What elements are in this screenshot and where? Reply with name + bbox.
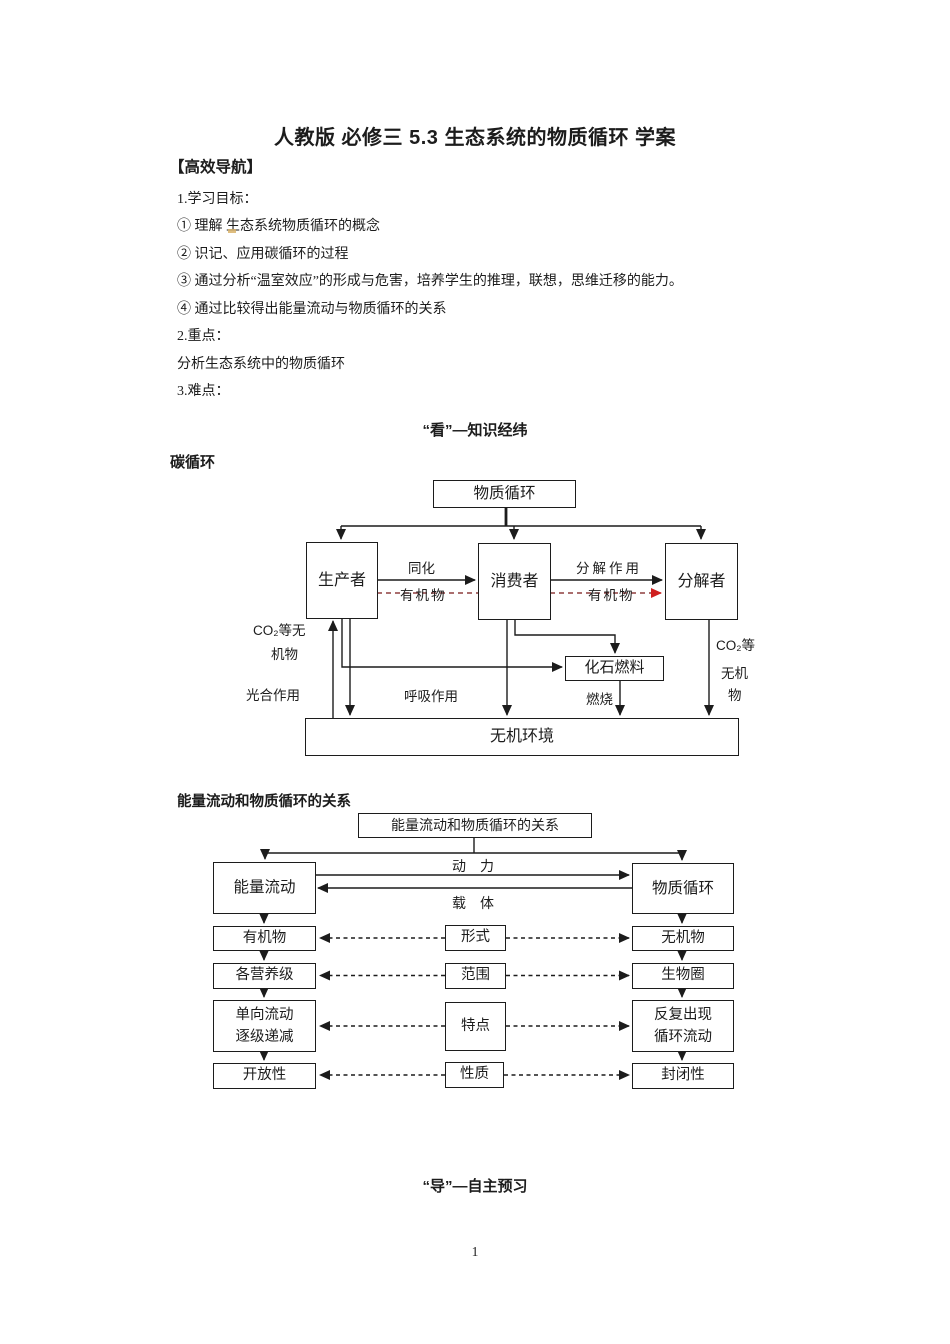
node-recurring-cycle-line1: 反复出现 [654, 1006, 712, 1023]
node-consumer: 消费者 [478, 543, 551, 620]
page-number: 1 [471, 1244, 479, 1259]
nav-line: ① 理解 生态系统物质循环的概念 [177, 219, 380, 235]
node-nature: 性质 [445, 1062, 504, 1088]
node-one-way-flow-line1: 单向流动 [235, 1006, 294, 1023]
node-closedness: 封闭性 [632, 1063, 734, 1089]
label-decomposition: 分解作用 [576, 561, 642, 576]
label-organic-matter-1: 有机物 [400, 588, 447, 603]
nav-line: 1.学习目标： [177, 192, 258, 207]
node-trophic-levels: 各营养级 [213, 963, 316, 989]
node-organic-matter: 有机物 [213, 926, 316, 951]
node-decomposer: 分解者 [665, 543, 738, 620]
node-inorganic-matter: 无机物 [632, 926, 734, 951]
node-scope: 范围 [445, 963, 506, 989]
page-title: 人教版 必修三 5.3 生态系统的物质循环 学案 [273, 127, 677, 149]
node-matter-cycle-root: 物质循环 [433, 480, 576, 508]
label-carrier: 载 体 [452, 895, 494, 911]
node-form: 形式 [445, 925, 506, 951]
section-heading-dao: “导”—自主预习 [422, 1178, 528, 1195]
label-photosynthesis: 光合作用 [246, 688, 300, 703]
nav-line: 3.难点： [177, 384, 230, 400]
label-assimilation: 同化 [408, 561, 435, 576]
scan-artifact-mark [228, 229, 236, 233]
label-combustion: 燃烧 [586, 692, 613, 707]
node-biosphere: 生物圈 [632, 963, 734, 989]
node-energy-flow: 能量流动 [213, 862, 316, 914]
node-openness: 开放性 [213, 1063, 316, 1089]
node-recurring-cycle: 反复出现 循环流动 [632, 1000, 734, 1052]
node-producer: 生产者 [306, 542, 378, 619]
node-one-way-flow: 单向流动 逐级递减 [213, 1000, 316, 1052]
nav-line: ② 识记、应用碳循环的过程 [177, 246, 349, 262]
label-co2-inorganic-right-line1: CO₂等 [716, 638, 755, 653]
relation-heading: 能量流动和物质循环的关系 [177, 794, 351, 810]
label-co2-inorganic-left-line1: CO₂等无 [253, 623, 306, 638]
node-fossil-fuel: 化石燃料 [565, 656, 664, 681]
node-inorganic-environment: 无机环境 [305, 718, 739, 756]
node-one-way-flow-line2: 逐级递减 [235, 1029, 294, 1045]
node-matter-cycle: 物质循环 [632, 863, 734, 914]
carbon-cycle-heading: 碳循环 [170, 454, 216, 471]
node-feature: 特点 [445, 1002, 506, 1051]
section-heading-kan: “看”—知识经纬 [422, 422, 528, 439]
nav-heading: 【高效导航】 [169, 159, 263, 176]
label-organic-matter-2: 有机物 [588, 588, 635, 603]
nav-objectives-block: 1.学习目标： ① 理解 生态系统物质循环的概念 ② 识记、应用碳循环的过程 ③… [177, 186, 683, 406]
label-respiration: 呼吸作用 [404, 689, 458, 704]
label-driving-force: 动 力 [452, 858, 494, 874]
nav-line: ③ 通过分析“温室效应”的形成与危害，培养学生的推理，联想，思维迁移的能力。 [177, 274, 683, 290]
nav-line: 2.重点： [177, 329, 230, 345]
label-co2-inorganic-right-line2: 无机 [721, 666, 748, 681]
nav-line: 分析生态系统中的物质循环 [177, 356, 345, 372]
label-co2-inorganic-left-line2: 机物 [271, 647, 298, 662]
node-recurring-cycle-line2: 循环流动 [654, 1029, 712, 1045]
node-relation-root: 能量流动和物质循环的关系 [358, 813, 592, 838]
nav-line: ④ 通过比较得出能量流动与物质循环的关系 [177, 301, 447, 317]
label-co2-inorganic-right-line3: 物 [728, 688, 742, 703]
